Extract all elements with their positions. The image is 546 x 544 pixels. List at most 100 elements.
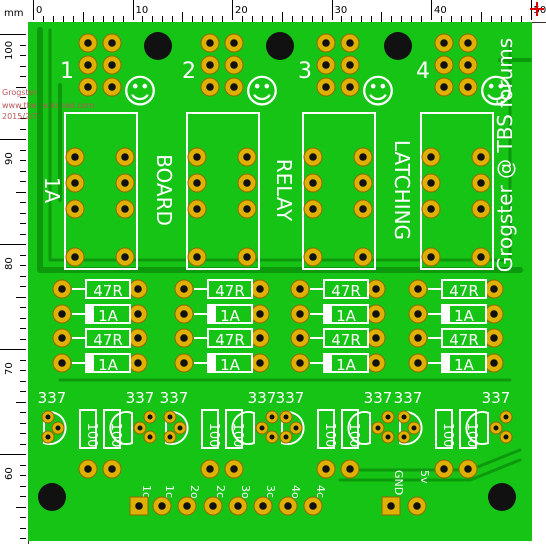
ruler-minor-tick [500,16,502,22]
drill-hole [206,83,214,91]
drill-hole [359,179,367,187]
base-resistor-label: 100 [440,423,455,448]
drill-hole [490,359,498,367]
ruler-minor-tick [112,16,114,22]
drill-hole [413,502,421,510]
channel-name-label: LATCHING [390,140,414,240]
ruler-major-tick [0,244,26,245]
mounting-hole [144,32,172,60]
ruler-minor-tick [450,16,452,22]
power-pin-label: 5v [418,470,431,484]
drill-hole [309,253,317,261]
ruler-minor-tick [72,16,74,22]
header-pin-label: 3c [264,485,277,498]
ruler-minor-tick [20,118,26,119]
transistor-right-outline [231,411,255,445]
transistor-label: 337 [126,389,155,407]
drill-hole [45,434,51,440]
drill-hole [180,359,188,367]
ruler-minor-tick [122,16,124,22]
transistor-right-outline [347,411,371,445]
transistor-right-outline [465,411,489,445]
drill-hole [296,310,304,318]
resistor-47r-label: 47R [449,331,479,349]
drill-hole [414,334,422,342]
drill-hole [346,61,354,69]
drill-hole [309,179,317,187]
resistor-47r-label: 47R [93,331,123,349]
ruler-minor-tick [16,86,26,88]
ruler-minor-tick [20,275,26,277]
ruler-minor-tick [20,422,26,424]
drill-hole [293,425,299,431]
drill-hole [183,502,191,510]
ruler-minor-tick [411,16,413,22]
ruler-minor-tick [371,16,373,22]
ruler-minor-tick [20,55,26,56]
ruler-minor-tick [16,506,26,508]
drill-hole [147,414,153,420]
drill-hole [193,253,201,261]
ruler-minor-tick [142,16,144,22]
ruler-minor-tick [182,12,184,22]
drill-hole [346,465,354,473]
ruler-minor-tick [20,128,26,130]
resistor-47r-label: 47R [215,282,245,300]
drill-hole [411,425,417,431]
drill-hole [269,414,275,420]
relay-outline [302,112,376,270]
transistor-label: 337 [38,389,67,407]
base-resistor-label: 100 [230,423,245,448]
drill-hole [440,39,448,47]
ruler-minor-tick [20,107,26,109]
header-pin-label: 2c [214,485,227,498]
drill-hole [180,285,188,293]
ruler-minor-tick [20,359,26,361]
drill-hole [309,205,317,213]
drill-hole [309,502,317,510]
drill-hole [58,285,66,293]
drill-hole [84,465,92,473]
resistor-47r-body [85,279,131,299]
fuse-1a-label: 1A [98,356,119,374]
base-resistor-label: 100 [346,423,361,448]
ruler-major-tick [331,0,333,20]
base-resistor-body [79,409,97,449]
relay-outline [64,112,138,270]
drill-hole [283,414,289,420]
base-resistor-body [201,409,219,449]
ruler-minor-tick [261,16,263,22]
drill-hole [135,502,143,510]
resistor-47r-body [323,279,369,299]
smiley-icon: ☺ [360,72,395,112]
base-resistor-body [225,409,243,449]
drill-hole [322,465,330,473]
ruler-minor-tick [20,202,26,203]
drill-hole [401,414,407,420]
transistor-label: 337 [160,389,189,407]
ruler-minor-tick [470,16,472,22]
drill-hole [440,465,448,473]
drill-hole [385,414,391,420]
resistor-47r-label: 47R [93,282,123,300]
drill-hole [230,465,238,473]
drill-hole [84,83,92,91]
mounting-hole [384,32,412,60]
drill-hole [147,434,153,440]
drill-hole [477,205,485,213]
ruler-minor-tick [20,527,26,529]
drill-hole [359,153,367,161]
ruler-minor-tick [361,16,363,22]
drill-hole [296,285,304,293]
ruler-h-label: 30 [334,5,348,16]
drill-hole [121,179,129,187]
channel-name-label: BOARD [152,154,176,226]
watermark-author: Grogster [2,88,37,97]
drill-hole [477,153,485,161]
drill-hole [58,310,66,318]
drill-hole [414,359,422,367]
drill-hole [322,61,330,69]
base-resistor-body [317,409,335,449]
base-resistor-label: 100 [84,423,99,448]
